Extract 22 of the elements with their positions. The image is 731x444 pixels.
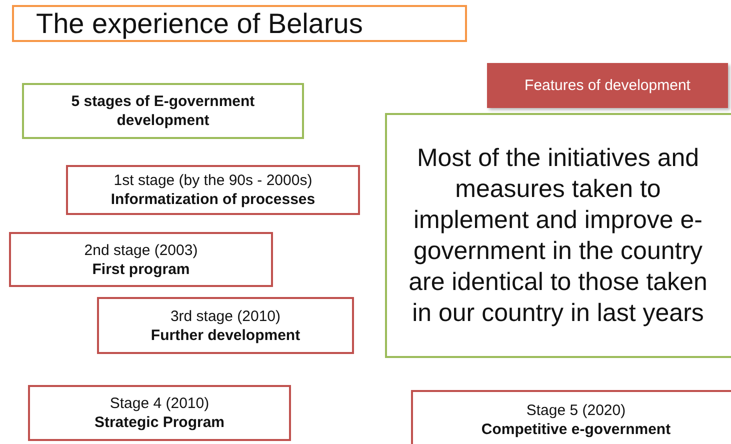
box-label: 2nd stage (2003) — [84, 240, 198, 260]
box-label: Stage 4 (2010) — [110, 394, 210, 413]
text-box — [97, 297, 354, 354]
box-label: First program — [92, 260, 190, 278]
text-box — [22, 83, 304, 139]
box-label: Strategic Program — [94, 413, 225, 432]
box-label: Informatization of processes — [110, 190, 316, 209]
text-box — [28, 385, 291, 441]
box-label: Stage 5 (2020) — [526, 401, 626, 420]
box-label: Features of development — [524, 76, 690, 95]
box-label: Further development — [150, 326, 300, 344]
text-box — [9, 232, 273, 287]
box-label: 3rd stage (2010) — [170, 306, 281, 326]
text-box — [411, 390, 731, 444]
text-box — [385, 113, 731, 358]
box-label: Competitive e-government — [481, 420, 671, 439]
box-label: 1st stage (by the 90s - 2000s) — [114, 171, 312, 190]
title-box: The experience of Belarus — [12, 5, 467, 42]
note-text: Most of the initiatives and measures taken to implement and improve e-government in the country are identical to those taken in our country in last years — [408, 142, 708, 328]
text-box — [66, 165, 360, 215]
box-label: 5 stages of E-government development — [70, 92, 256, 130]
heading-banner — [487, 63, 728, 108]
